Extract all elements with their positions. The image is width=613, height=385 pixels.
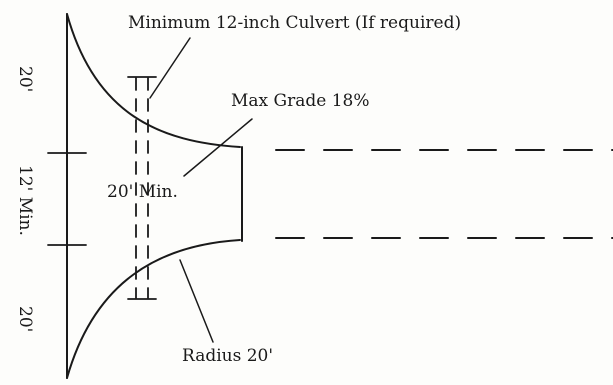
bottom-dimension-label: 20' — [15, 306, 35, 332]
grade-label: Max Grade 18% — [231, 91, 370, 111]
min-length-label: 20' Min. — [107, 182, 178, 202]
lower-flare-curve — [66, 239, 241, 379]
grade-leader-line — [183, 118, 253, 177]
radius-leader-line — [179, 259, 214, 343]
culvert-leader-line — [149, 37, 191, 99]
upper-flare-curve — [66, 13, 241, 148]
top-dimension-label: 20' — [15, 66, 35, 92]
culvert-label: Minimum 12-inch Culvert (If required) — [128, 13, 461, 33]
mid-dimension-label: 12' Min. — [15, 165, 35, 236]
radius-label: Radius 20' — [182, 346, 273, 366]
